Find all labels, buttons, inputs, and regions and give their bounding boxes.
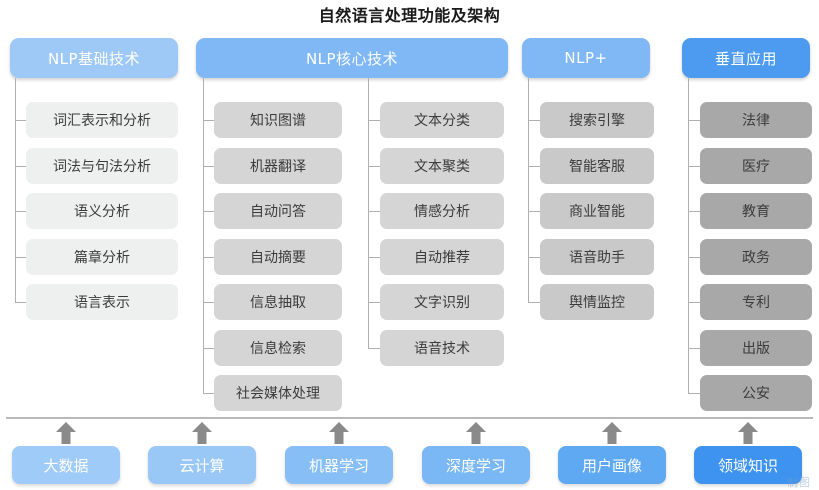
node-plus-0-2[interactable]: 商业智能: [540, 193, 654, 229]
connector-stub-core-1-5: [368, 348, 380, 349]
node-basic-0-2[interactable]: 语义分析: [26, 193, 178, 229]
connector-trunk-core-0: [203, 78, 204, 393]
column-header-vertical[interactable]: 垂直应用: [682, 38, 810, 78]
connector-stub-plus-0-1: [528, 166, 540, 167]
connector-stub-vertical-0-6: [688, 393, 700, 394]
foundation-box-0[interactable]: 大数据: [12, 446, 120, 484]
connector-stub-vertical-0-5: [688, 348, 700, 349]
connector-stub-core-0-0: [203, 120, 214, 121]
connector-stub-vertical-0-4: [688, 302, 700, 303]
node-core-0-6[interactable]: 社会媒体处理: [214, 375, 342, 411]
column-header-plus[interactable]: NLP+: [522, 38, 650, 78]
node-plus-0-0[interactable]: 搜索引擎: [540, 102, 654, 138]
node-basic-0-0[interactable]: 词汇表示和分析: [26, 102, 178, 138]
column-header-core[interactable]: NLP核心技术: [196, 38, 508, 78]
node-plus-0-4[interactable]: 舆情监控: [540, 284, 654, 320]
node-vertical-0-5[interactable]: 出版: [700, 329, 812, 366]
foundation-box-3[interactable]: 深度学习: [422, 446, 530, 484]
foundation-box-1[interactable]: 云计算: [148, 446, 256, 484]
foundation-box-5[interactable]: 领域知识: [694, 446, 802, 484]
connector-stub-core-1-1: [368, 166, 380, 167]
up-arrow-1: [191, 421, 213, 445]
node-basic-0-3[interactable]: 篇章分析: [26, 238, 178, 275]
connector-stub-core-0-4: [203, 302, 214, 303]
node-core-0-1[interactable]: 机器翻译: [214, 147, 342, 184]
node-core-0-0[interactable]: 知识图谱: [214, 102, 342, 138]
connector-stub-core-1-2: [368, 211, 380, 212]
node-vertical-0-3[interactable]: 政务: [700, 238, 812, 275]
watermark: 制图: [787, 476, 811, 489]
node-core-1-0[interactable]: 文本分类: [380, 102, 504, 138]
connector-stub-basic-0-0: [15, 120, 26, 121]
connector-trunk-basic-0: [15, 78, 16, 302]
up-arrow-0: [55, 421, 77, 445]
connector-stub-plus-0-2: [528, 211, 540, 212]
node-core-1-1[interactable]: 文本聚类: [380, 147, 504, 184]
up-arrow-4: [601, 421, 623, 445]
node-core-0-3[interactable]: 自动摘要: [214, 238, 342, 275]
node-core-1-4[interactable]: 文字识别: [380, 284, 504, 320]
up-arrow-2: [328, 421, 350, 445]
foundation-divider: [6, 417, 813, 419]
node-plus-0-3[interactable]: 语音助手: [540, 238, 654, 275]
connector-stub-plus-0-4: [528, 302, 540, 303]
connector-stub-core-1-0: [368, 120, 380, 121]
connector-stub-core-0-5: [203, 348, 214, 349]
node-vertical-0-2[interactable]: 教育: [700, 193, 812, 229]
connector-stub-plus-0-0: [528, 120, 540, 121]
node-core-0-2[interactable]: 自动问答: [214, 193, 342, 229]
connector-stub-basic-0-1: [15, 166, 26, 167]
connector-stub-core-0-6: [203, 393, 214, 394]
up-arrow-3: [465, 421, 487, 445]
node-core-1-5[interactable]: 语音技术: [380, 329, 504, 366]
node-core-0-4[interactable]: 信息抽取: [214, 284, 342, 320]
node-vertical-0-6[interactable]: 公安: [700, 375, 812, 411]
foundation-box-4[interactable]: 用户画像: [558, 446, 666, 484]
node-core-0-5[interactable]: 信息检索: [214, 329, 342, 366]
connector-stub-vertical-0-0: [688, 120, 700, 121]
connector-stub-basic-0-4: [15, 302, 26, 303]
connector-trunk-core-1: [368, 78, 369, 348]
connector-stub-core-1-4: [368, 302, 380, 303]
connector-stub-basic-0-3: [15, 257, 26, 258]
connector-trunk-vertical-0: [688, 78, 689, 393]
connector-stub-core-0-1: [203, 166, 214, 167]
connector-stub-basic-0-2: [15, 211, 26, 212]
node-core-1-2[interactable]: 情感分析: [380, 193, 504, 229]
connector-stub-plus-0-3: [528, 257, 540, 258]
node-basic-0-1[interactable]: 词法与句法分析: [26, 147, 178, 184]
connector-stub-vertical-0-2: [688, 211, 700, 212]
connector-stub-core-0-2: [203, 211, 214, 212]
connector-stub-core-0-3: [203, 257, 214, 258]
node-core-1-3[interactable]: 自动推荐: [380, 238, 504, 275]
node-plus-0-1[interactable]: 智能客服: [540, 147, 654, 184]
node-basic-0-4[interactable]: 语言表示: [26, 284, 178, 320]
page-title: 自然语言处理功能及架构: [318, 6, 501, 25]
node-vertical-0-4[interactable]: 专利: [700, 284, 812, 320]
column-header-basic[interactable]: NLP基础技术: [10, 38, 178, 78]
node-vertical-0-1[interactable]: 医疗: [700, 147, 812, 184]
up-arrow-5: [737, 421, 759, 445]
connector-stub-vertical-0-1: [688, 166, 700, 167]
connector-stub-vertical-0-3: [688, 257, 700, 258]
node-vertical-0-0[interactable]: 法律: [700, 102, 812, 138]
foundation-box-2[interactable]: 机器学习: [285, 446, 393, 484]
connector-trunk-plus-0: [528, 78, 529, 302]
connector-stub-core-1-3: [368, 257, 380, 258]
